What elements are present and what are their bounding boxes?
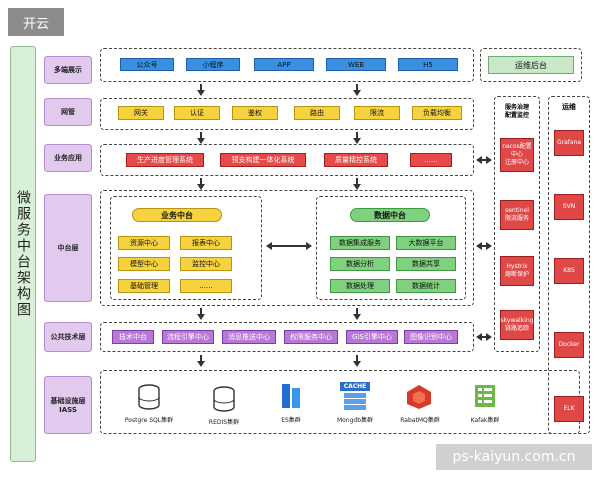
database-icon: [138, 384, 160, 410]
service-governance-item: Hystrix 熔断保护: [500, 256, 534, 286]
infra-item-label: Kafak集群: [470, 416, 500, 424]
data-middle-item: 数据分析: [330, 257, 390, 271]
layer-label-infra: 基础设施层 IASS: [44, 376, 92, 434]
data-middle-group: [316, 196, 466, 300]
data-middle-item: 数据共享: [396, 257, 456, 271]
ops-backend-box: 运维后台: [488, 56, 574, 74]
diagram-title: 微服务中台架构图: [10, 46, 36, 462]
common-tech-item: 图像识别中心: [404, 330, 458, 344]
business-middle-item: ......: [180, 279, 232, 293]
business-middle-item: 模型中心: [118, 257, 170, 271]
service-governance-item: nacos配置 中心 注册中心: [500, 138, 534, 172]
infra-group: [100, 370, 580, 434]
ops-title: 运维: [562, 103, 576, 111]
display-group: [100, 48, 474, 82]
gateway-item: 路由: [294, 106, 340, 120]
down-arrow: [353, 355, 361, 367]
bidirectional-arrow: [476, 156, 492, 164]
service-governance-item: skywalking 链路追踪: [500, 310, 534, 340]
gateway-item: 认证: [174, 106, 220, 120]
ops-item: SVN: [554, 194, 584, 220]
bidirectional-arrow: [476, 333, 492, 341]
layer-label-business-app: 业务应用: [44, 144, 92, 172]
brand-logo: 开云: [8, 8, 64, 36]
down-arrow: [197, 178, 205, 190]
down-arrow: [197, 84, 205, 96]
business-middle-title: 业务中台: [132, 208, 222, 222]
business-app-item: ......: [410, 153, 452, 167]
infra-item-label: REDIS集群: [208, 418, 240, 426]
layer-label-middle: 中台层: [44, 194, 92, 302]
business-app-item: 预支构建一体化系统: [220, 153, 306, 167]
display-item: 小程序: [186, 58, 240, 71]
common-tech-item: 技术中台: [112, 330, 154, 344]
data-middle-title: 数据中台: [350, 208, 430, 222]
database-icon: [213, 386, 235, 412]
infra-item-label: ES集群: [281, 416, 301, 424]
business-app-group: [100, 144, 474, 176]
infra-item-label: RabatMQ集群: [400, 416, 440, 424]
ops-item: Docker: [554, 332, 584, 358]
business-app-item: 生产进度管理系统: [126, 153, 204, 167]
data-middle-item: 大数据平台: [396, 236, 456, 250]
down-arrow: [197, 355, 205, 367]
infra-item-label: Postgre SQL集群: [124, 416, 174, 424]
service-governance-group: [494, 96, 540, 352]
ops-group: [548, 96, 590, 434]
business-middle-item: 资源中心: [118, 236, 170, 250]
display-item: APP: [254, 58, 314, 71]
common-tech-item: 消息推送中心: [222, 330, 276, 344]
down-arrow: [353, 132, 361, 144]
display-item: 公众号: [120, 58, 174, 71]
layer-label-display: 多端展示: [44, 56, 92, 84]
common-tech-item: 权限服务中心: [284, 330, 338, 344]
service-governance-item: sentinel 限流服务: [500, 200, 534, 230]
gateway-item: 网关: [118, 106, 164, 120]
business-middle-item: 监控中心: [180, 257, 232, 271]
gateway-item: 负载均衡: [412, 106, 462, 120]
business-middle-item: 基础管理: [118, 279, 170, 293]
ops-item: K8S: [554, 258, 584, 284]
cache-badge: CACHE: [340, 382, 370, 391]
rabbitmq-icon: [407, 385, 431, 409]
ops-item: ELK: [554, 396, 584, 422]
elasticsearch-icon: [282, 384, 300, 408]
gateway-item: 鉴权: [232, 106, 278, 120]
data-middle-item: 数据集成服务: [330, 236, 390, 250]
layer-label-common-tech: 公共技术层: [44, 322, 92, 352]
bidirectional-arrow: [476, 242, 492, 250]
business-middle-item: 报表中心: [180, 236, 232, 250]
data-middle-item: 数据处理: [330, 279, 390, 293]
bidirectional-arrow: [266, 242, 312, 250]
middle-layer-group: [100, 190, 474, 306]
down-arrow: [353, 178, 361, 190]
business-app-item: 质量精控系统: [324, 153, 388, 167]
business-middle-group: [110, 196, 262, 300]
gateway-item: 限流: [354, 106, 400, 120]
common-tech-item: GIS引擎中心: [346, 330, 398, 344]
ops-backend-group: [480, 48, 582, 82]
ops-item: Grafana: [554, 130, 584, 156]
display-item: WEB: [326, 58, 386, 71]
service-governance-title: 服务治理 配置监控: [504, 104, 529, 119]
layer-label-gateway: 网管: [44, 98, 92, 126]
down-arrow: [197, 308, 205, 320]
common-tech-group: [100, 322, 474, 352]
kafka-icon: [475, 385, 495, 407]
display-item: H5: [398, 58, 458, 71]
gateway-group: [100, 98, 474, 130]
watermark: ps-kaiyun.com.cn: [436, 444, 592, 470]
infra-item-label: Mongdb集群: [336, 416, 374, 424]
down-arrow: [353, 84, 361, 96]
down-arrow: [197, 132, 205, 144]
data-middle-item: 数据统计: [396, 279, 456, 293]
cache-icon: [344, 393, 366, 410]
down-arrow: [353, 308, 361, 320]
common-tech-item: 流程引擎中心: [162, 330, 214, 344]
